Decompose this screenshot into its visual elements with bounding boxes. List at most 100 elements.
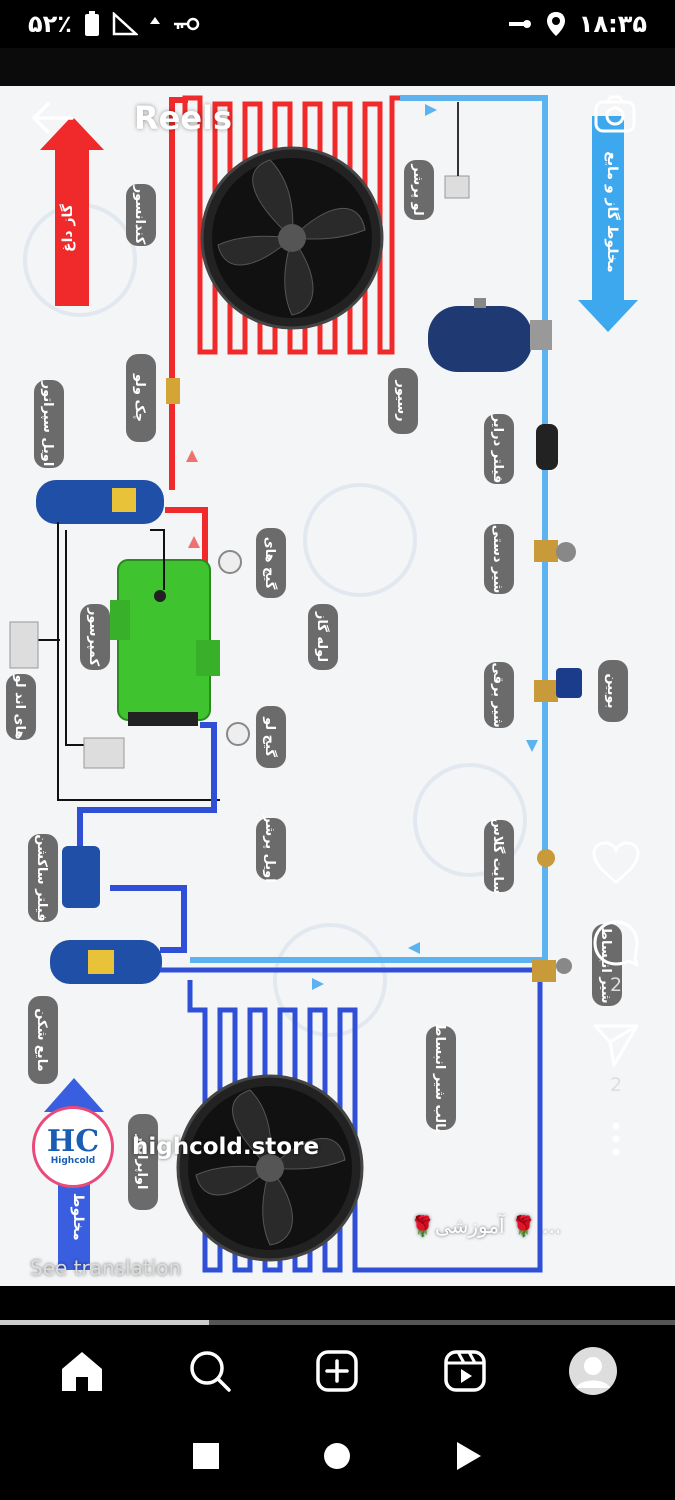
liquid-line — [190, 95, 548, 963]
svg-text:رسیور: رسیور — [394, 379, 409, 421]
svg-text:کمپرسور: کمپرسور — [86, 607, 101, 667]
svg-text:مایع شکن: مایع شکن — [34, 1008, 49, 1071]
discharge-line — [169, 97, 188, 490]
pill-accumulator: مایع شکن — [28, 996, 58, 1084]
svg-text:کندانسور: کندانسور — [132, 185, 147, 245]
pill-hand-valve: شیر دستی — [484, 524, 514, 594]
heart-icon — [592, 841, 640, 884]
recents-icon[interactable] — [192, 1442, 220, 1470]
pill-evaporator: اواپراتور — [128, 1114, 158, 1210]
pill-oil-pressure: اویل پرشر — [256, 814, 286, 883]
svg-text:فیلتر درایر: فیلتر درایر — [490, 414, 505, 484]
pill-expansion-bulb: بالب شیر انبساط — [426, 1023, 456, 1133]
pill-sight-glass: سایت گلاس — [484, 818, 514, 894]
receiver-tank — [428, 298, 552, 372]
evaporator-fan — [176, 1074, 364, 1262]
pill-solenoid: شیر برقی — [484, 662, 514, 728]
logo-subtext: Highcold — [50, 1156, 96, 1166]
svg-text:گیج های: گیج های — [262, 537, 278, 590]
pill-condenser: کندانسور — [126, 184, 156, 246]
more-button[interactable] — [611, 1122, 621, 1156]
avatar[interactable]: HC Highcold — [32, 1106, 114, 1188]
svg-text:بوبین: بوبین — [604, 674, 619, 709]
oil-pressure-part — [83, 737, 125, 769]
nav-create[interactable] — [307, 1341, 367, 1401]
add-icon — [316, 1350, 359, 1392]
back-arrow-icon[interactable] — [30, 101, 74, 135]
svg-text:اویل پرشر: اویل پرشر — [262, 814, 277, 882]
hilow-switch-part — [9, 621, 39, 669]
comment-button[interactable]: 2 — [591, 918, 641, 1022]
svg-text:شیر برقی: شیر برقی — [490, 662, 505, 727]
pill-check-valve: چک ولو — [126, 354, 156, 442]
nav-profile[interactable] — [563, 1341, 623, 1401]
signal-icon — [112, 12, 138, 36]
see-translation-link[interactable]: See translation — [30, 1256, 182, 1280]
refrigeration-diagram: گاز داغ مخلوط گاز و مایع مخلوط مایع کندا… — [6, 95, 638, 1273]
high-gauge-part — [218, 550, 242, 574]
share-count: 2 — [609, 1074, 623, 1096]
logo-text: HC — [46, 1124, 100, 1159]
nav-home[interactable] — [52, 1341, 112, 1401]
low-gauge-part — [226, 722, 250, 746]
pill-high-gauge: گیج های — [256, 528, 286, 598]
username[interactable]: highcold.store — [132, 1134, 320, 1160]
send-icon — [593, 1024, 639, 1067]
status-left: ۵۲٪ — [28, 10, 200, 38]
notification-icon — [149, 17, 160, 24]
condenser-coil — [182, 95, 400, 355]
pill-expansion-valve: شیر انبساط — [592, 924, 622, 1006]
comment-icon — [593, 920, 639, 967]
label-hot-gas: گاز داغ — [59, 203, 76, 252]
svg-text:چک ولو: چک ولو — [132, 373, 147, 422]
liquid-gas-arrow — [578, 116, 638, 332]
back-triangle-icon[interactable] — [455, 1441, 483, 1471]
flow-arrows — [312, 104, 538, 990]
svg-text:شیر دستی: شیر دستی — [490, 525, 505, 594]
nav-reels[interactable] — [435, 1341, 495, 1401]
share-button[interactable]: 2 — [592, 1022, 640, 1122]
svg-text:لوله گاز: لوله گاز — [314, 611, 330, 662]
reel-owner[interactable]: HC Highcold highcold.store — [32, 1106, 319, 1188]
top-strip — [0, 48, 675, 86]
like-button[interactable] — [591, 840, 641, 918]
expansion-valve-part — [532, 958, 572, 982]
svg-text:گاز داغ: گاز داغ — [59, 203, 76, 252]
pill-bobbin: بوبین — [598, 660, 628, 722]
reel-header: Reels — [0, 86, 675, 150]
hot-line-to-compressor — [165, 507, 208, 575]
solenoid-part — [534, 668, 582, 702]
svg-text:شیر انبساط: شیر انبساط — [598, 927, 613, 1004]
suction-line — [77, 722, 217, 850]
system-nav — [0, 1412, 675, 1500]
svg-text:مخلوط گاز و مایع: مخلوط گاز و مایع — [604, 151, 621, 272]
comment-count: 2 — [609, 974, 623, 996]
reels-icon — [444, 1350, 487, 1392]
pill-low-pressure: لو پرشر — [404, 160, 434, 220]
search-icon — [189, 1351, 231, 1392]
more-icon — [612, 1122, 620, 1156]
home-circle-icon[interactable] — [323, 1442, 351, 1470]
nav-search[interactable] — [180, 1341, 240, 1401]
pill-compressor: کمپرسور — [80, 604, 110, 670]
pill-pipe-line: لوله گاز — [308, 604, 338, 670]
condenser-fan — [200, 146, 384, 330]
svg-text:فیلتر ساکشن: فیلتر ساکشن — [34, 834, 49, 921]
svg-text:سایت گلاس: سایت گلاس — [490, 818, 506, 894]
vpn-key-icon — [508, 20, 531, 28]
svg-text:بالب شیر انبساط: بالب شیر انبساط — [432, 1023, 447, 1133]
pill-low-gauge: گیج لو — [256, 706, 286, 768]
hot-gas-arrow — [40, 116, 104, 306]
svg-text:های اند لو: های اند لو — [12, 674, 27, 740]
filter-drier-part — [536, 424, 558, 470]
reel-video[interactable]: گاز داغ مخلوط گاز و مایع مخلوط مایع کندا… — [0, 86, 675, 1286]
pill-oil-separator: اویل سپراتور — [34, 380, 64, 468]
video-progress-bar[interactable] — [0, 1320, 675, 1325]
suction-filter-part — [62, 846, 100, 908]
reel-actions: 2 2 — [581, 840, 651, 1156]
camera-icon[interactable] — [593, 94, 637, 134]
check-valve-part — [166, 378, 180, 404]
key-icon — [173, 17, 200, 31]
status-bar: ۵۲٪ ۱۸:۳۵ — [0, 0, 675, 48]
caption[interactable]: 🌹آموزشی 🌹 ... — [410, 1214, 562, 1238]
